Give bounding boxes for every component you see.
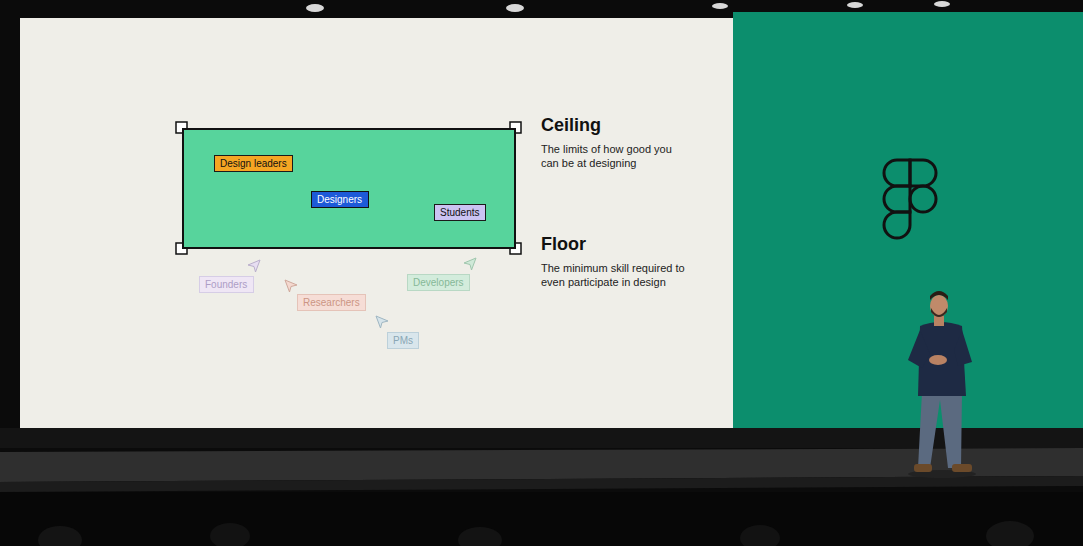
role-tag: Designers [311,191,369,208]
cursor [464,258,476,270]
speaker-neck [934,316,944,326]
brand-panel [733,12,1083,428]
role-tag: Students [434,204,486,221]
region-description: The limits of how good you can be at des… [541,142,691,170]
region-heading: Floor [541,233,741,256]
role-tag: Researchers [297,294,366,311]
tag-label: PMs [393,334,413,347]
audience-area [0,492,1083,546]
tag-label: Design leaders [220,157,287,170]
logo-part [910,160,936,186]
role-tag: Developers [407,274,470,291]
audience-head [740,525,780,546]
speaker [908,291,976,478]
speaker-shoe [952,464,972,472]
tag-label: Founders [205,278,247,291]
figma-logo [884,160,936,238]
logo-part [884,186,910,212]
speaker-beard [931,308,947,317]
speaker-arm [954,330,972,366]
cursor [376,316,388,328]
speaker-hair [930,291,948,300]
audience-head [210,523,250,546]
tag-label: Students [440,206,479,219]
logo-part [910,186,936,212]
role-tag: Design leaders [214,155,293,172]
audience-head [986,521,1034,546]
speaker-arm [908,330,930,368]
role-tag: Founders [199,276,254,293]
audience-head [458,527,502,546]
stage-light [934,1,950,7]
cursor [285,280,297,292]
stage-light [306,4,324,12]
stage-edge [0,476,1083,492]
role-tag: PMs [387,332,419,349]
speaker-jeans [918,392,962,468]
selection-handles [176,122,521,254]
stage-lights [306,1,950,12]
slide-panel [20,18,733,428]
tag-label: Developers [413,276,464,289]
tag-label: Designers [317,193,362,206]
stage-light [506,4,524,12]
speaker-hands [929,355,947,365]
speaker-head [930,295,948,317]
speaker-shoe [914,464,932,472]
region-box: CeilingThe limits of how good you can be… [182,128,516,249]
audience-head [38,526,82,546]
stage-light [712,3,728,9]
logo-part [884,212,910,238]
region-heading: Ceiling [541,114,741,137]
tag-label: Researchers [303,296,360,309]
cursor [248,260,260,272]
stage-light [847,2,863,8]
logo-part [884,160,910,186]
region-description: The minimum skill required to even parti… [541,261,701,289]
